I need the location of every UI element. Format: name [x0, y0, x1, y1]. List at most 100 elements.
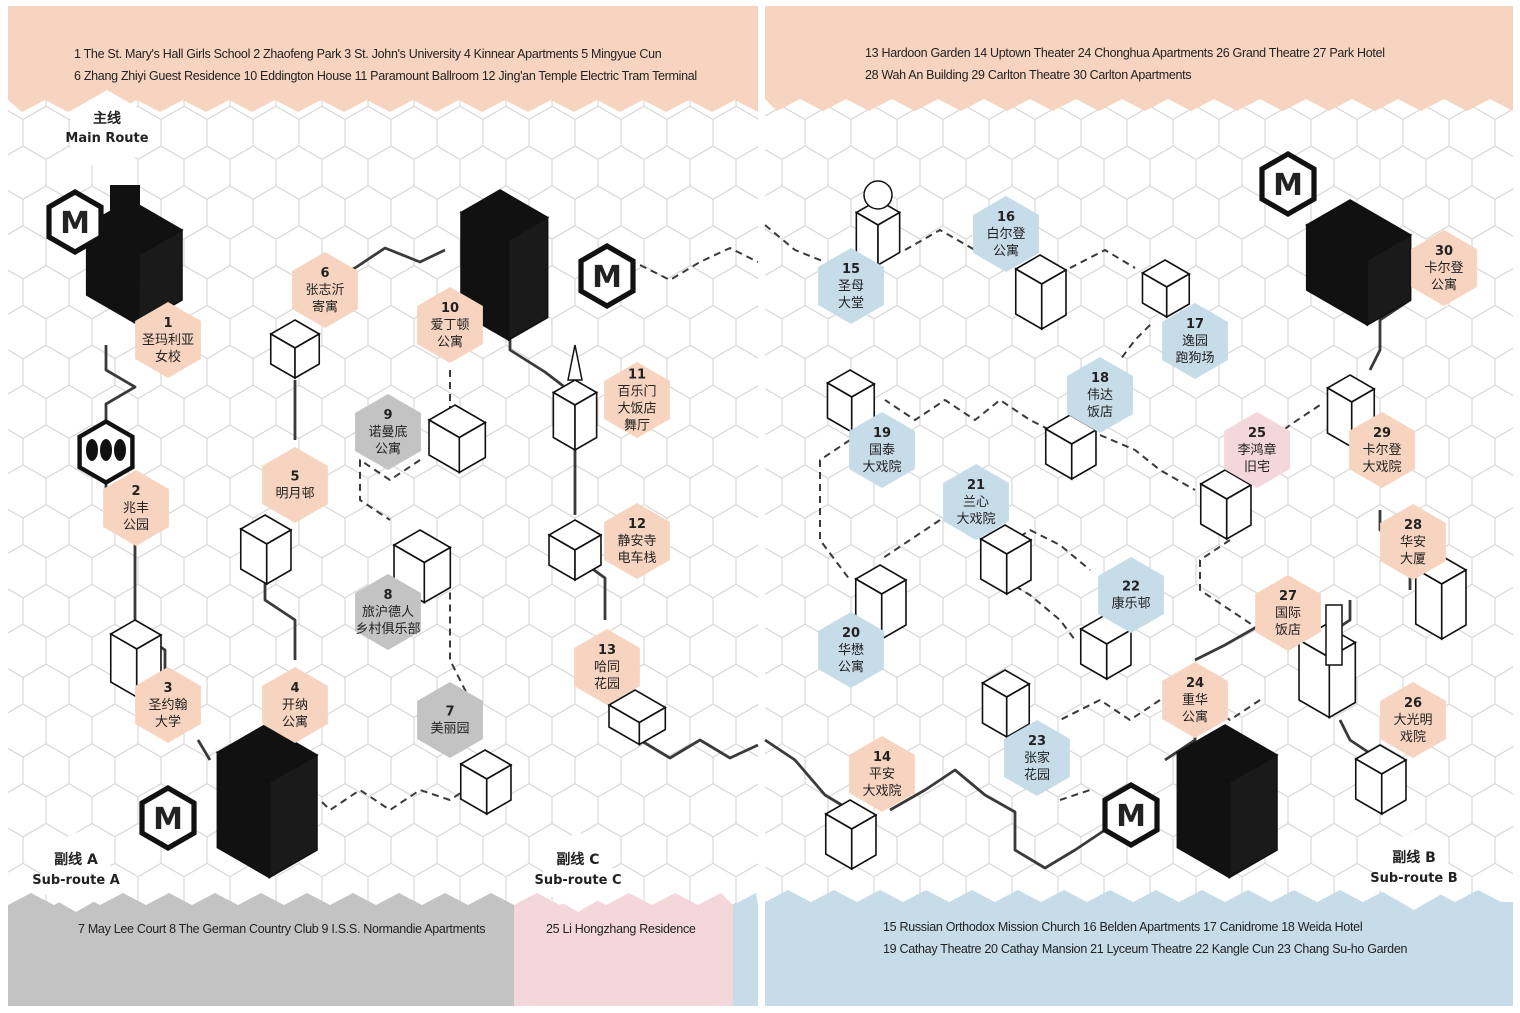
sub-route-segment — [1119, 324, 1151, 361]
metro-station-icon[interactable]: M — [139, 785, 197, 851]
poi-hex — [1067, 357, 1133, 433]
route-label-sub-c: 副线 C Sub-route C — [534, 832, 622, 912]
zhaofeng-park-icon — [77, 419, 135, 485]
metro-station-icon[interactable]: M — [1102, 782, 1160, 848]
poi-number: 3 — [163, 681, 172, 696]
poi-number: 1 — [163, 316, 172, 331]
poi-name-line: 国际 — [1275, 606, 1301, 621]
poi-name-line: 康乐邨 — [1111, 596, 1150, 612]
poi-number: 27 — [1279, 589, 1297, 604]
poi-name-line: 华安 — [1400, 535, 1426, 550]
poi-hex — [1349, 412, 1415, 488]
main-route-zh: 主线 — [93, 110, 121, 127]
poi-number: 11 — [628, 368, 646, 383]
left-blue-strip — [733, 893, 758, 1006]
poi-hex — [292, 252, 358, 328]
metro-markers: M M M M M — [46, 151, 1317, 851]
uptown-theater-icon — [824, 799, 878, 871]
poi-name-line: 爱丁顿 — [430, 318, 469, 333]
chang-suho-garden-icon — [980, 669, 1031, 739]
sub-route-segment — [639, 247, 759, 281]
poi-number: 13 — [598, 643, 616, 658]
metro-station-icon[interactable]: M — [46, 189, 104, 255]
paramount-ballroom-icon — [551, 379, 599, 452]
kinnear-apartments-icon — [215, 724, 319, 879]
metro-letter: M — [1273, 168, 1303, 203]
sub-route-segment — [319, 779, 481, 811]
poi-name-line: 电车栈 — [617, 550, 656, 566]
main-route-segment — [889, 768, 1106, 870]
sub-b-bottom-band — [765, 890, 1513, 1006]
poi-name-line: 大堂 — [838, 296, 864, 311]
sub-c-zh: 副线 C — [556, 851, 599, 868]
poi-number: 30 — [1435, 244, 1453, 259]
li-hongzhang-residence-icon — [1199, 469, 1253, 541]
poi-name-line: 花园 — [1024, 767, 1050, 783]
poi-hex — [417, 682, 483, 758]
poi-name-line: 卡尔登 — [1424, 261, 1463, 276]
poi-number: 20 — [842, 626, 860, 641]
metro-station-icon[interactable]: M — [1259, 151, 1317, 217]
poi-number: 2 — [131, 484, 140, 499]
sub-route-segment — [1069, 249, 1136, 269]
sub-a-zh: 副线 A — [54, 851, 98, 868]
poi-name-line: 静安寺 — [617, 534, 656, 549]
poi-number: 8 — [383, 588, 392, 603]
poi-name-line: 百乐门 — [617, 385, 656, 400]
cathay-theatre-icon — [825, 369, 876, 434]
poi-name-line: 公寓 — [282, 714, 308, 730]
poi-number: 28 — [1404, 518, 1422, 533]
poi-name-line: 大饭店 — [617, 402, 656, 417]
metro-station-icon[interactable]: M — [578, 243, 636, 309]
legend-main-left-2: 6 Zhang Zhiyi Guest Residence 10 Eddingt… — [74, 69, 697, 83]
poi-name-line: 白尔登 — [986, 226, 1025, 242]
metro-letter: M — [60, 206, 90, 241]
poi-name-line: 美丽园 — [430, 722, 469, 737]
poi-name-line: 圣母 — [838, 279, 864, 294]
sub-a-bottom-band — [8, 893, 514, 1006]
poi-name-line: 旅沪德人 — [362, 604, 414, 620]
main-route-segment — [104, 345, 137, 430]
poi-hex — [355, 574, 421, 650]
main-route-en: Main Route — [65, 131, 148, 146]
poi-name-line: 大戏院 — [956, 512, 995, 527]
poi-hex — [135, 667, 201, 743]
poi-hex — [604, 362, 670, 438]
poi-number: 6 — [320, 266, 329, 281]
sub-c-en: Sub-route C — [534, 873, 621, 888]
poi-name-line: 乡村俱乐部 — [355, 622, 420, 637]
church-dome-icon — [863, 180, 893, 210]
sub-route-segment — [1059, 699, 1161, 721]
poi-name-line: 大学 — [155, 714, 181, 730]
